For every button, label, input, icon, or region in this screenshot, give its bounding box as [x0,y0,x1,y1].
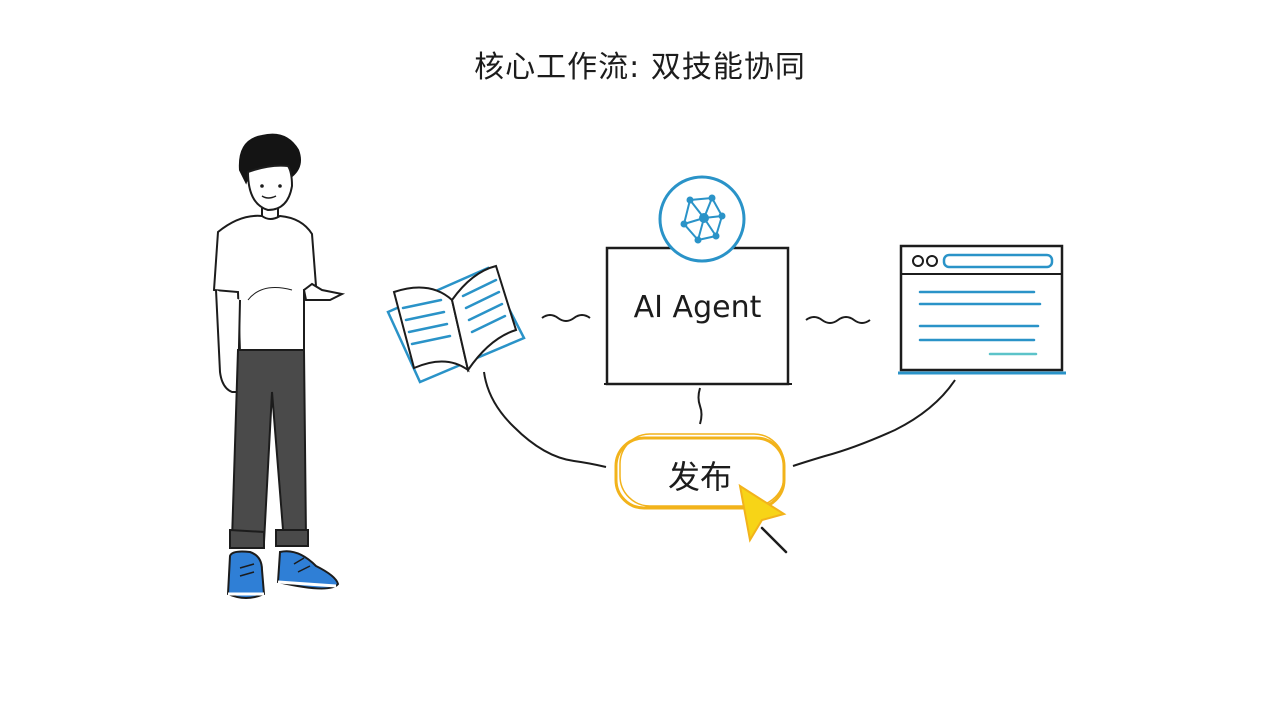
connector-book-publish [483,371,607,468]
neural-network-icon [658,175,746,263]
connector-web-publish [792,379,956,467]
person-pointing-icon [212,133,346,599]
open-book-icon [386,264,526,384]
agent-node [604,246,792,386]
connector-agent-web [805,316,871,324]
page-title: 核心工作流: 双技能协同 [474,50,806,85]
cursor-arrow-icon [738,483,788,554]
agent-label: AI Agent [633,290,762,325]
connector-book-agent [541,314,591,322]
publish-label: 发布 [667,458,732,496]
connector-agent-publish [697,387,703,425]
browser-window-icon [898,244,1066,375]
